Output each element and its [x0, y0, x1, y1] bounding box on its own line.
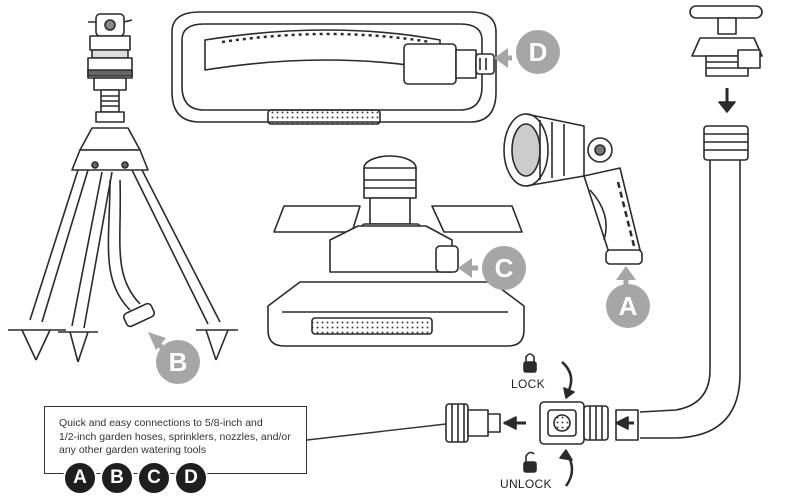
- callout-letter-c: C: [495, 253, 514, 283]
- callout-arrow-d: [494, 30, 560, 74]
- callout-arrow-b: [148, 332, 200, 384]
- callout-line-1: Quick and easy connections to 5/8-inch a…: [59, 417, 263, 429]
- badge-a: A: [63, 461, 97, 495]
- rotary-sprinkler-illustration: [267, 155, 525, 347]
- lock-label: LOCK: [511, 377, 545, 391]
- badge-c: C: [137, 461, 171, 495]
- quick-connector-illustration: [445, 353, 634, 487]
- callout-letter-d: D: [529, 37, 548, 67]
- compatibility-badges: A B C D: [63, 461, 208, 495]
- callout-arrow-c: [458, 246, 526, 290]
- faucet-and-hose-illustration: [615, 5, 763, 441]
- oscillating-sprinkler-illustration: [171, 11, 497, 125]
- callout-arrow-a: [606, 266, 650, 328]
- badge-d: D: [174, 461, 208, 495]
- callout-description: Quick and easy connections to 5/8-inch a…: [59, 417, 304, 458]
- callout-line-2: 1/2-inch garden hoses, sprinklers, nozzl…: [59, 430, 291, 443]
- callout-line-3: any other garden watering tools: [59, 444, 207, 456]
- badge-b: B: [100, 461, 134, 495]
- tripod-sprinkler-illustration: [8, 13, 238, 363]
- callout-letter-b: B: [169, 347, 188, 377]
- unlock-label: UNLOCK: [500, 477, 552, 491]
- callout-letter-a: A: [619, 291, 638, 321]
- spray-nozzle-illustration: [503, 113, 643, 265]
- callout-leader-line: [306, 423, 447, 441]
